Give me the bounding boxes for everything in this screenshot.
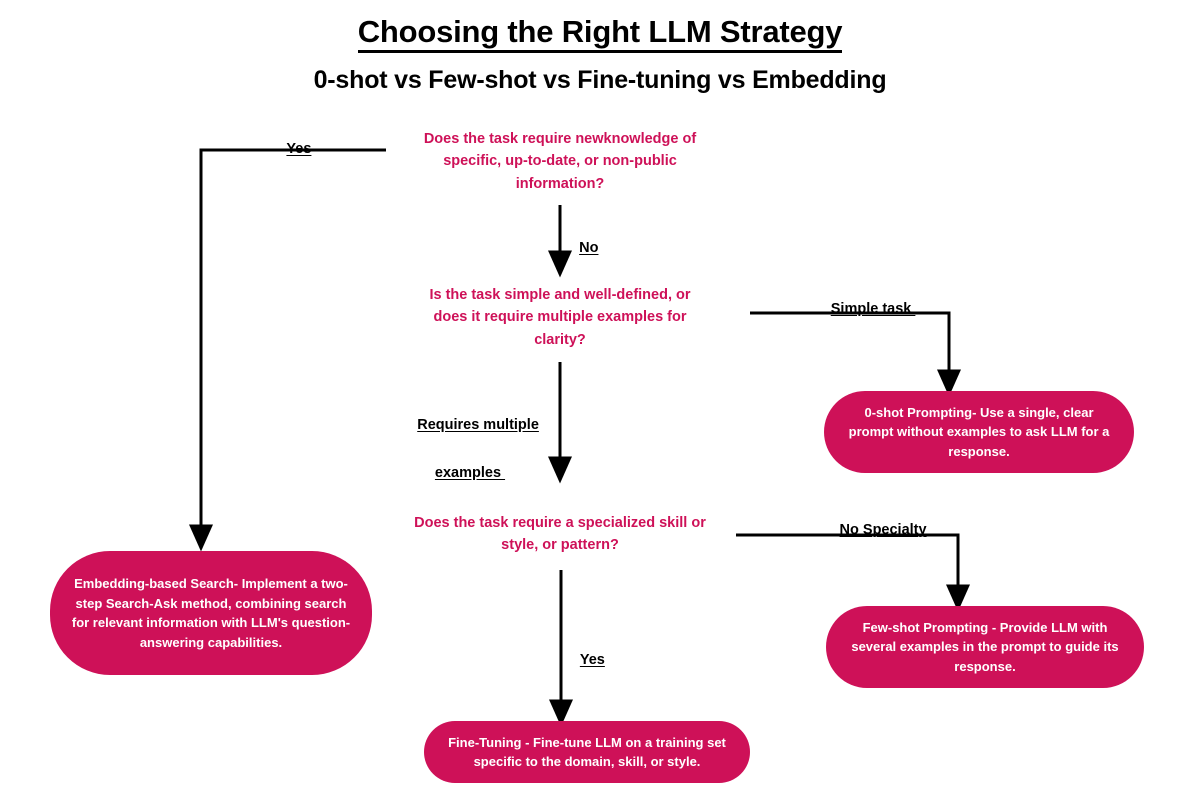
decision-node-new-knowledge-line2: specific, up-to-date, or non-public <box>443 153 677 170</box>
edge-label-no: No <box>563 224 623 272</box>
decision-node-task-complexity: Is the task simple and well-defined, or … <box>398 284 722 351</box>
edge-label-yes-top: Yes <box>253 125 329 173</box>
page-title: Choosing the Right LLM Strategy <box>0 14 1200 53</box>
decision-node-specialized-skill-line1: Does the task require a specialized skil… <box>414 515 706 531</box>
edge-label-no-text: No <box>579 240 599 256</box>
decision-node-new-knowledge: Does the task require newknowledge of sp… <box>398 128 722 195</box>
decision-node-specialized-skill: Does the task require a specialized skil… <box>390 512 730 557</box>
edge-label-yes-bottom: Yes <box>564 636 624 684</box>
edge-label-requires-line1: Requires multiple <box>417 416 539 433</box>
page-title-text: Choosing the Right LLM Strategy <box>357 14 842 53</box>
decision-node-task-complexity-line1: Is the task simple and well-defined, or <box>429 287 691 303</box>
terminal-node-embedding-search-text: Embedding-based Search- Implement a two-… <box>71 576 351 650</box>
decision-node-task-complexity-line3: clarity? <box>534 331 586 348</box>
decision-node-specialized-skill-line2: style, or pattern? <box>501 537 619 554</box>
terminal-node-embedding-search: Embedding-based Search- Implement a two-… <box>50 551 372 675</box>
page-subtitle: 0-shot vs Few-shot vs Fine-tuning vs Emb… <box>313 66 887 94</box>
edge-yes-embedding <box>189 148 386 552</box>
decision-node-new-knowledge-line3: information? <box>515 175 605 192</box>
edge-label-yes-bottom-text: Yes <box>579 652 605 668</box>
terminal-node-fine-tuning: Fine-Tuning - Fine-tune LLM on a trainin… <box>424 721 750 783</box>
edge-label-requires-line2: examples <box>434 464 506 481</box>
edge-label-yes-top-text: Yes <box>286 141 312 157</box>
edge-label-requires-multiple-examples: Requires multiple examples <box>390 390 550 534</box>
edge-label-no-specialty: No Specialty <box>805 506 945 554</box>
terminal-node-fine-tuning-text: Fine-Tuning - Fine-tune LLM on a trainin… <box>448 734 726 770</box>
terminal-node-few-shot-prompting-text: Few-shot Prompting - Provide LLM with se… <box>851 619 1119 674</box>
edge-label-simple-task-text: Simple task <box>830 301 916 317</box>
terminal-node-zero-shot-prompting-text: 0-shot Prompting- Use a single, clear pr… <box>848 404 1110 459</box>
terminal-node-few-shot-prompting: Few-shot Prompting - Provide LLM with se… <box>826 606 1144 688</box>
decision-node-new-knowledge-line1: Does the task require newknowledge of <box>423 131 697 147</box>
terminal-node-zero-shot-prompting: 0-shot Prompting- Use a single, clear pr… <box>824 391 1134 473</box>
edge-label-no-specialty-text: No Specialty <box>839 522 927 538</box>
decision-node-task-complexity-line2: does it require multiple examples for <box>433 309 687 326</box>
edge-label-simple-task: Simple task <box>790 285 940 333</box>
